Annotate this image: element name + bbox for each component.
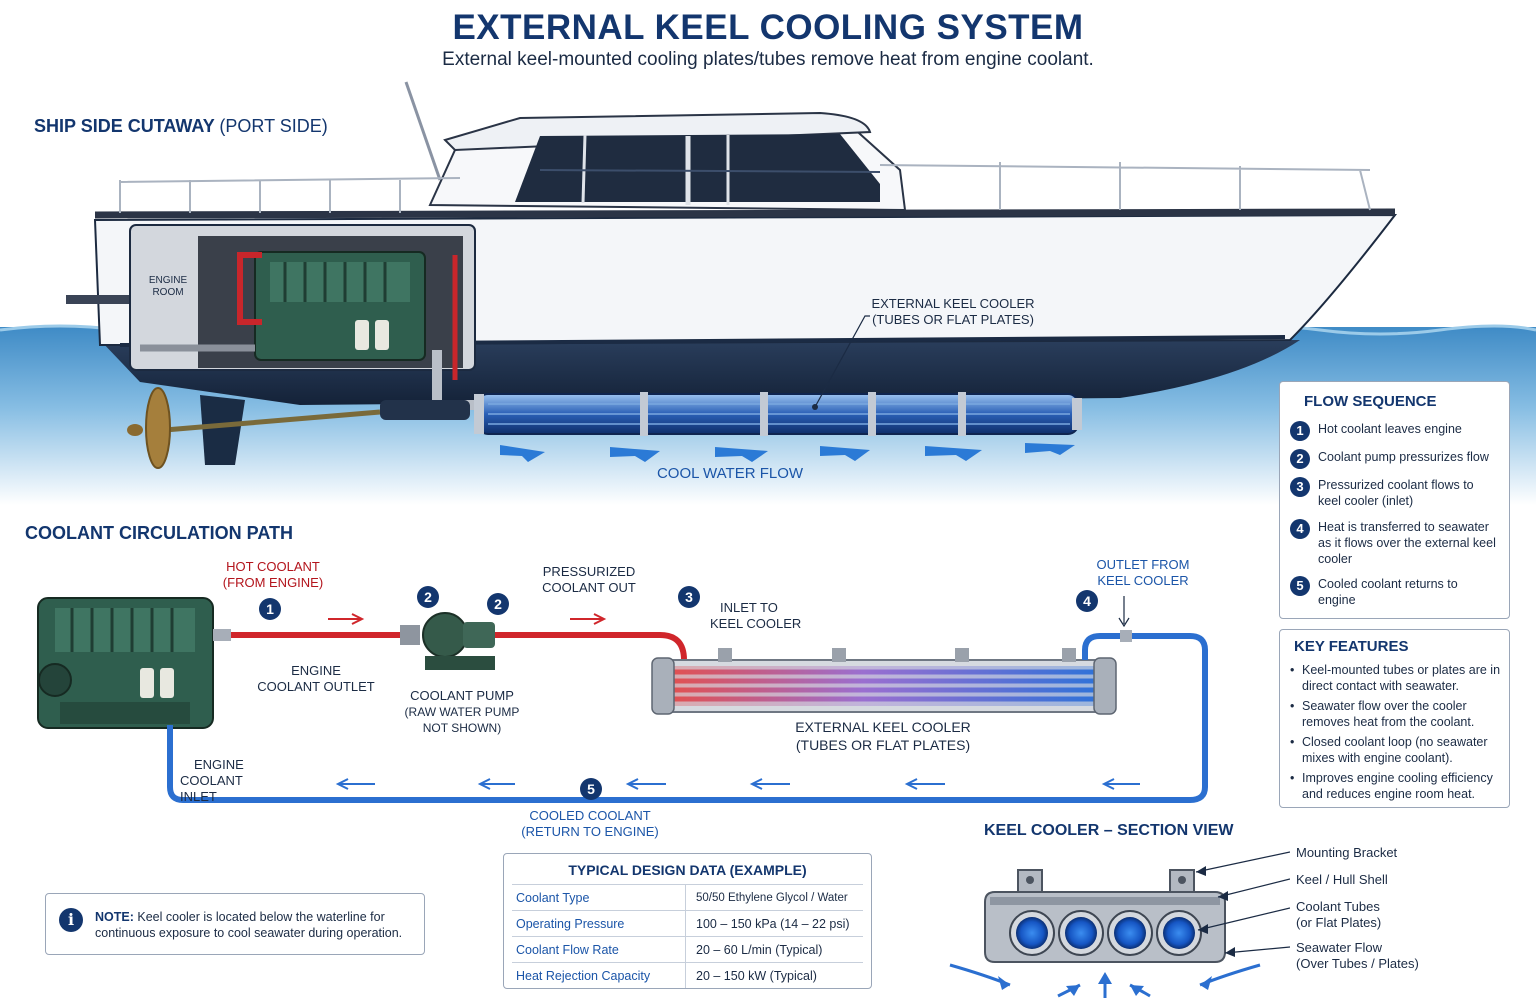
cool-water-flow-label: COOL WATER FLOW (656, 465, 804, 482)
section-view-heading: KEEL COOLER – SECTION VIEW (984, 822, 1234, 839)
flow-step-number: 3 (1290, 477, 1310, 497)
flow-step-text: Heat is transferred to seawater as it fl… (1318, 520, 1496, 566)
flow-step-text: Hot coolant leaves engine (1318, 422, 1462, 436)
feature-item: Improves engine cooling efficiency and r… (1290, 770, 1506, 802)
page-title: EXTERNAL KEEL COOLING SYSTEM (452, 8, 1084, 47)
cutaway-keel-cooler-label: EXTERNAL KEEL COOLER (TUBES OR FLAT PLAT… (871, 296, 1035, 327)
step-badge-2b: 2 (487, 593, 509, 615)
section-label-hull: Keel / Hull Shell (1296, 872, 1388, 887)
step-badge-3: 3 (678, 586, 700, 608)
step-badge-1: 1 (259, 598, 281, 620)
flow-step-4: 4 Heat is transferred to seawater as it … (1290, 519, 1503, 567)
hot-arrow-1 (328, 613, 365, 625)
engine-inlet-label: ENGINE COOLANT INLET (180, 757, 244, 804)
table-row: Coolant Flow Rate 20 – 60 L/min (Typical… (512, 936, 863, 963)
circulation-diagram (37, 596, 1208, 803)
design-key: Operating Pressure (512, 910, 686, 937)
circulation-keel-cooler (651, 648, 1117, 715)
flow-step-number: 2 (1290, 449, 1310, 469)
key-features-panel: KEY FEATURES Keel-mounted tubes or plate… (1279, 629, 1510, 808)
propeller (145, 387, 171, 469)
flow-step-text: Coolant pump pressurizes flow (1318, 450, 1489, 464)
design-data-panel: TYPICAL DESIGN DATA (EXAMPLE) Coolant Ty… (503, 853, 872, 989)
cooled-coolant-label: COOLED COOLANT (RETURN TO ENGINE) (521, 808, 659, 839)
section-label-bracket: Mounting Bracket (1296, 845, 1398, 860)
hot-arrow-2 (570, 613, 607, 625)
cool-return-arrows (335, 778, 1140, 790)
table-row: Heat Rejection Capacity 20 – 150 kW (Typ… (512, 962, 863, 988)
design-key: Coolant Type (512, 884, 686, 911)
design-value: 20 – 60 L/min (Typical) (685, 936, 863, 963)
flow-step-number: 1 (1290, 421, 1310, 441)
info-icon: i (59, 908, 83, 932)
coolant-pump-label: COOLANT PUMP (RAW WATER PUMP NOT SHOWN) (404, 688, 520, 735)
feature-item: Seawater flow over the cooler removes he… (1290, 698, 1506, 730)
cooled-coolant-pipe (167, 633, 1208, 803)
table-row: Coolant Type 50/50 Ethylene Glycol / Wat… (512, 884, 863, 911)
cutaway-heading-main: SHIP SIDE CUTAWAY (34, 116, 215, 136)
step-badge-4: 4 (1076, 590, 1098, 612)
flow-sequence-panel: FLOW SEQUENCE 1 Hot coolant leaves engin… (1279, 381, 1510, 619)
cutaway-heading-sub: (PORT SIDE) (219, 116, 328, 136)
flow-step-5: 5 Cooled coolant returns to engine (1290, 576, 1488, 608)
key-features-list: Keel-mounted tubes or plates are in dire… (1290, 662, 1506, 806)
outlet-label: OUTLET FROM KEEL COOLER (1096, 557, 1190, 588)
section-view-illustration (949, 851, 1290, 998)
section-label-seawater: Seawater Flow (Over Tubes / Plates) (1296, 940, 1419, 971)
hot-coolant-label: HOT COOLANT (FROM ENGINE) (222, 559, 324, 590)
engine-outlet-label: ENGINE COOLANT OUTLET (257, 663, 375, 694)
flow-step-2: 2 Coolant pump pressurizes flow (1290, 449, 1508, 469)
prop-shaft (164, 409, 381, 433)
design-data-table: Coolant Type 50/50 Ethylene Glycol / Wat… (512, 884, 863, 988)
design-data-title: TYPICAL DESIGN DATA (EXAMPLE) (568, 862, 807, 878)
hot-pipe-cutaway (237, 252, 262, 325)
design-key: Heat Rejection Capacity (512, 962, 686, 988)
flow-step-number: 4 (1290, 519, 1310, 539)
step-badge-2a: 2 (417, 586, 439, 608)
flow-step-number: 5 (1290, 576, 1310, 596)
inlet-label: INLET TO KEEL COOLER (710, 600, 802, 631)
table-row: Operating Pressure 100 – 150 kPa (14 – 2… (512, 910, 863, 937)
note-box: i NOTE: Keel cooler is located below the… (45, 893, 425, 955)
deck-rail (94, 208, 1396, 219)
feature-item: Keel-mounted tubes or plates are in dire… (1290, 662, 1506, 694)
flow-step-3: 3 Pressurized coolant flows to keel cool… (1290, 477, 1498, 509)
cool-water-arrows (500, 443, 1075, 462)
circulation-engine (37, 597, 214, 729)
flow-sequence-title: FLOW SEQUENCE (1304, 393, 1437, 410)
coolant-tubes-section (1009, 910, 1202, 956)
coolant-pump (400, 612, 495, 670)
pressurized-coolant-label: PRESSURIZED COOLANT OUT (542, 564, 636, 595)
flow-step-text: Pressurized coolant flows to keel cooler… (1318, 478, 1474, 508)
cutaway-heading: SHIP SIDE CUTAWAY (PORT SIDE) (34, 116, 328, 137)
flow-step-text: Cooled coolant returns to engine (1318, 577, 1458, 607)
cabin-windows (515, 134, 880, 202)
note-text: NOTE: Keel cooler is located below the w… (95, 910, 403, 940)
design-value: 100 – 150 kPa (14 – 22 psi) (685, 910, 863, 937)
note-label: NOTE: (95, 910, 134, 924)
flow-step-1: 1 Hot coolant leaves engine (1290, 421, 1508, 441)
design-key: Coolant Flow Rate (512, 936, 686, 963)
design-value: 20 – 150 kW (Typical) (685, 962, 863, 988)
feature-item: Closed coolant loop (no seawater mixes w… (1290, 734, 1506, 766)
section-label-tubes: Coolant Tubes (or Flat Plates) (1296, 899, 1382, 930)
key-features-title: KEY FEATURES (1294, 638, 1409, 655)
skeg (200, 395, 245, 465)
engine-room-label: ENGINE ROOM (148, 275, 188, 298)
swim-platform (66, 295, 136, 304)
step-badge-5: 5 (580, 778, 602, 800)
seawater-arrowheads (998, 972, 1212, 996)
design-value: 50/50 Ethylene Glycol / Water (685, 884, 863, 911)
ship-cutaway-illustration (0, 81, 1536, 505)
page-subtitle: External keel-mounted cooling plates/tub… (442, 49, 1094, 70)
circulation-keel-cooler-label: EXTERNAL KEEL COOLER (TUBES OR FLAT PLAT… (795, 719, 971, 753)
circulation-heading: COOLANT CIRCULATION PATH (25, 523, 293, 543)
